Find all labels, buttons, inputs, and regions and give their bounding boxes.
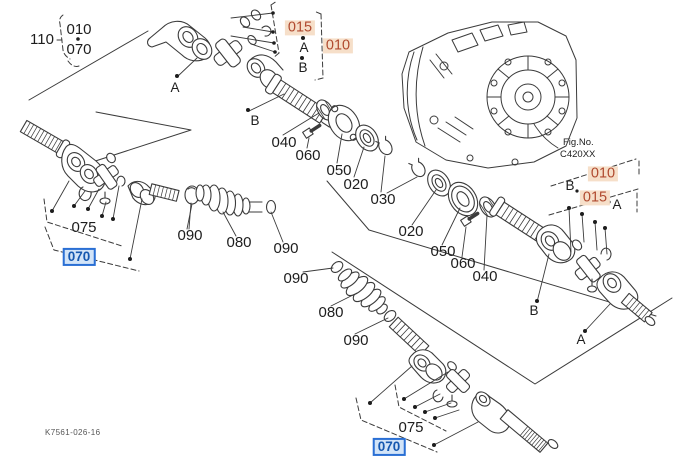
part-ref-090-clamp-bottom: 090 [343, 332, 369, 350]
view-label-b-front-shaft: B [250, 112, 260, 128]
front-bearing-chain [302, 99, 393, 156]
part-link-070-bottom[interactable]: 070 [372, 437, 406, 457]
boot-clamp [265, 199, 277, 215]
bearing-cup [106, 152, 116, 164]
spindle-bottom [499, 409, 549, 453]
front-propeller-shaft [147, 9, 337, 128]
rear-bearing-chain [408, 157, 497, 227]
fig-no-leader [533, 123, 559, 149]
part-link-070-left[interactable]: 070 [62, 247, 96, 267]
snap-clip [116, 175, 126, 187]
left-axle-joint [19, 119, 200, 206]
half-ring [78, 186, 92, 202]
part-ref-090-clamp-mid: 090 [283, 270, 309, 288]
view-label-b-bracket-right: B [565, 177, 575, 193]
boot-clamp [330, 261, 344, 273]
bracket-075-left [43, 198, 123, 247]
part-ref-040-rear: 040 [472, 268, 498, 286]
snap-ring-030-front [375, 135, 393, 156]
universal-joint-cross-left [93, 163, 119, 190]
bracket-110 [59, 14, 71, 60]
bottom-axle-assembly [330, 261, 559, 453]
bracket-010-top [320, 13, 324, 79]
view-label-a-front-yoke: A [170, 79, 180, 95]
part-ref-060-front: 060 [295, 147, 321, 165]
universal-joint-cross-bottom [445, 368, 471, 394]
bearing-020-front [355, 124, 379, 152]
part-ref-075-left: 075 [71, 219, 97, 237]
bolt-060-front [302, 123, 322, 139]
splined-stub-left [148, 183, 180, 202]
fig-no-label: Fig.No. [563, 137, 594, 148]
fig-no-value: C420XX [560, 149, 596, 160]
rear-propeller-shaft [489, 196, 656, 326]
washer [571, 239, 583, 251]
view-label-b-rear-yoke: B [529, 302, 539, 318]
snap-clip [261, 25, 272, 37]
snap-clip [432, 389, 444, 403]
seal-050-rear [447, 181, 479, 217]
part-ref-040-front: 040 [271, 134, 297, 152]
view-label-a-bracket-right: A [612, 196, 622, 212]
bearing-cup [239, 16, 251, 28]
bracket-070-bottom [355, 397, 438, 453]
part-link-015-top[interactable]: 015 [284, 20, 316, 36]
part-link-010-right[interactable]: 010 [587, 166, 619, 182]
universal-joint-cross-front [213, 38, 243, 68]
part-link-010-top[interactable]: 010 [322, 38, 354, 54]
bracket-075-bottom [394, 384, 447, 432]
part-ref-090-clamp-left: 090 [273, 240, 299, 258]
part-ref-090-cap-left: 090 [177, 227, 203, 245]
view-label-a-bracket-top: A [299, 39, 309, 55]
snap-clip [600, 247, 612, 261]
part-ref-080-boot-bottom: 080 [318, 304, 344, 322]
leader-lines [51, 12, 611, 446]
part-ref-020-front: 020 [343, 176, 369, 194]
part-ref-010-group: 010 [66, 21, 92, 39]
transmission-case [401, 21, 578, 169]
view-label-b-bracket-top: B [298, 59, 308, 75]
bracket-015-right [548, 188, 639, 216]
bearing-020-rear [427, 169, 451, 197]
part-ref-075-bottom: 075 [398, 419, 424, 437]
part-ref-020-rear: 020 [398, 223, 424, 241]
bolt-060-rear [460, 211, 480, 227]
boot-left [195, 184, 277, 217]
part-ref-030: 030 [370, 191, 396, 209]
leader-dots [50, 11, 611, 447]
snap-ring-030-rear [408, 157, 426, 178]
zone-separator-lines [28, 30, 673, 385]
bearing-cup [447, 361, 457, 371]
bracket-070-left [44, 226, 140, 272]
universal-joint-cross-rear [574, 254, 601, 283]
part-ref-050-front: 050 [326, 162, 352, 180]
part-ref-080-boot-left: 080 [226, 234, 252, 252]
reference-brackets [43, 0, 640, 453]
bearing-cup [247, 34, 257, 46]
part-ref-110: 110 [30, 31, 54, 49]
view-label-a-rear-knuckle: A [576, 331, 586, 347]
part-link-015-right[interactable]: 015 [579, 190, 611, 206]
part-ref-070-group: 070 [66, 41, 92, 59]
part-ref-050-rear: 050 [430, 243, 456, 261]
drawing-number: K7561-026-16 [45, 428, 101, 437]
flange-050-front [327, 104, 361, 142]
part-ref-060-rear: 060 [450, 255, 476, 273]
